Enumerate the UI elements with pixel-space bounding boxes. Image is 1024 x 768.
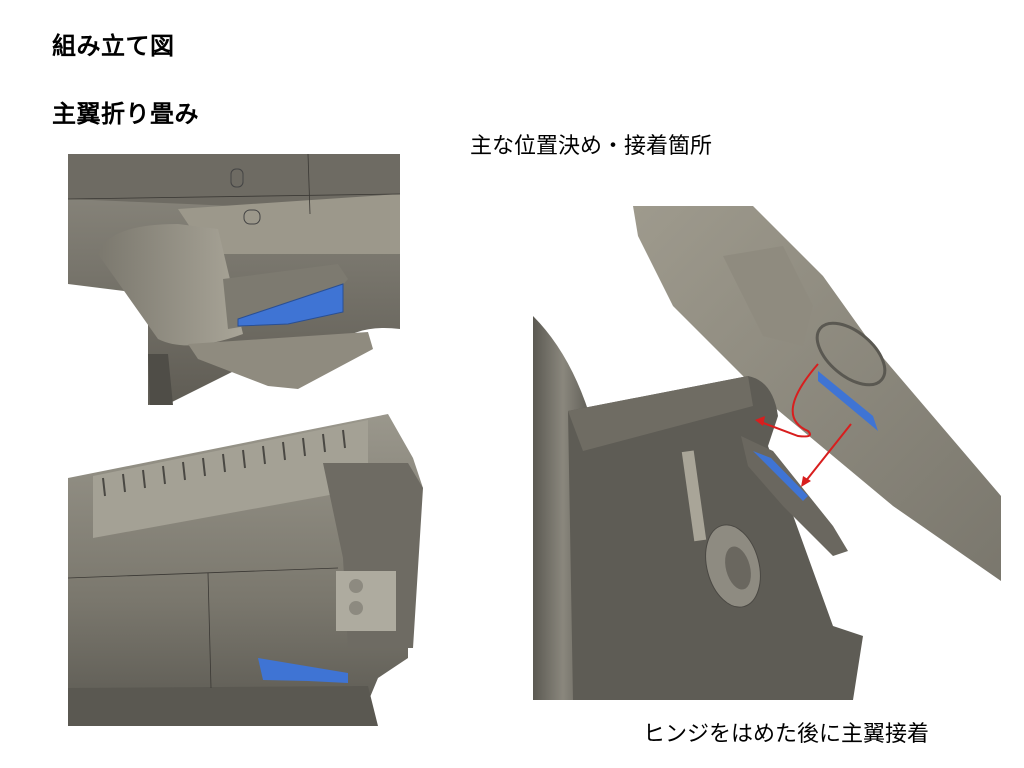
- figure-hinge-assembly: [533, 206, 1001, 700]
- figure-wing-root-underside: [68, 154, 400, 405]
- slide-title: 組み立て図: [52, 32, 175, 60]
- section-heading: 主翼折り畳み: [52, 100, 199, 128]
- figure-wing-panel-inner: [68, 408, 428, 726]
- caption-positioning-points: 主な位置決め・接着箇所: [470, 134, 713, 159]
- caption-hinge-then-glue: ヒンジをはめた後に主翼接着: [643, 722, 930, 747]
